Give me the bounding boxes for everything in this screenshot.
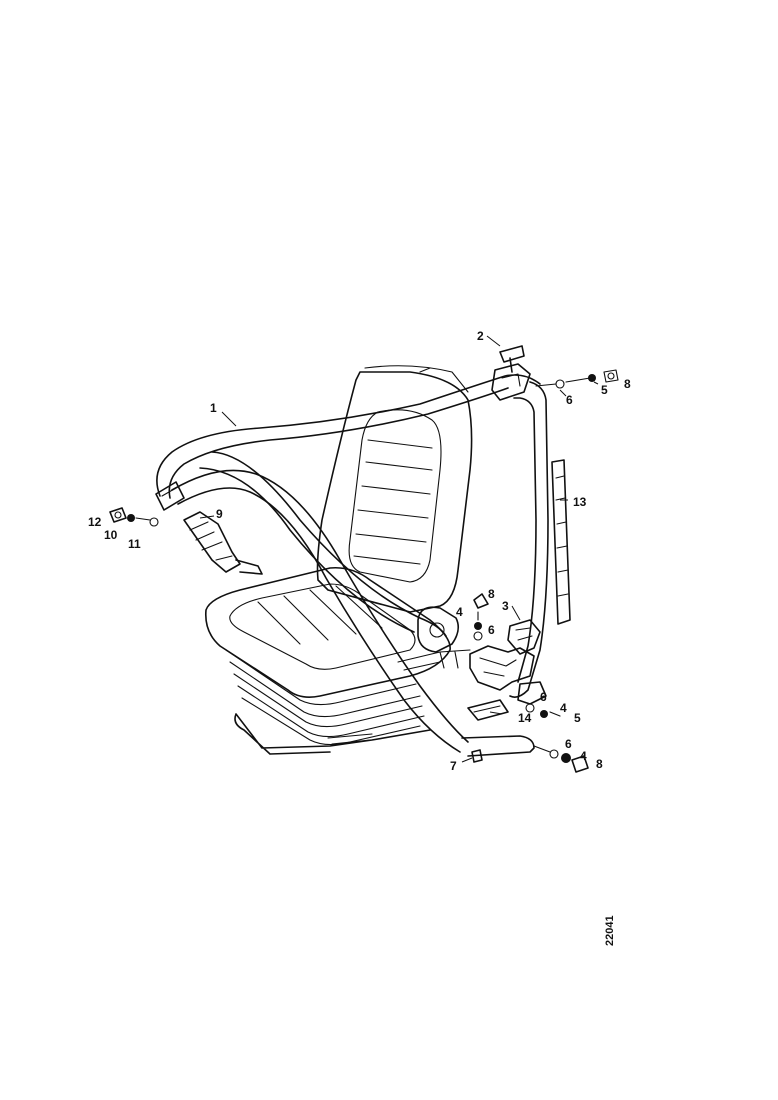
callout-4-right: 4 bbox=[560, 701, 567, 715]
callout-6-right: 6 bbox=[540, 690, 547, 704]
upper-anchor bbox=[491, 345, 531, 401]
seat-base-rail bbox=[327, 733, 373, 745]
seat-suspension bbox=[225, 649, 425, 746]
callout-4-bottom: 4 bbox=[580, 749, 587, 763]
fastener-stack-upper bbox=[535, 369, 619, 389]
fastener-stack-left bbox=[109, 507, 159, 527]
callout-10: 10 bbox=[104, 528, 118, 542]
seat-base-frame bbox=[234, 713, 431, 755]
callout-6-upper: 6 bbox=[566, 393, 573, 407]
callout-14: 14 bbox=[518, 711, 532, 725]
seat-back bbox=[316, 371, 473, 613]
floor-bolt bbox=[471, 749, 483, 763]
belt-diagonal-edge-b bbox=[199, 467, 415, 633]
upper-bolt bbox=[499, 345, 525, 373]
callout-8-upper: 8 bbox=[624, 377, 631, 391]
seat bbox=[204, 365, 473, 755]
seat-cushion bbox=[204, 566, 451, 698]
seat-adjuster bbox=[397, 649, 471, 671]
fastener-stack-lower-b bbox=[533, 745, 589, 773]
retractor-reel bbox=[469, 619, 547, 705]
callout-1: 1 bbox=[210, 401, 217, 415]
callout-labels: 1 2 6 5 8 13 9 12 10 11 8 4 6 3 6 14 4 5… bbox=[88, 329, 631, 773]
pillar-strap bbox=[509, 381, 549, 698]
seat-cushion-inner bbox=[229, 583, 416, 670]
lower-bracket bbox=[467, 699, 509, 721]
callout-5-right: 5 bbox=[574, 711, 581, 725]
callout-11: 11 bbox=[128, 537, 141, 551]
callout-6-bottom: 6 bbox=[565, 737, 572, 751]
leader-lines bbox=[199, 335, 599, 763]
seat-back-top bbox=[364, 365, 469, 393]
belt-upper-edge-b bbox=[168, 387, 509, 499]
inboard-buckle bbox=[417, 606, 460, 653]
fastener-stack-center bbox=[473, 593, 489, 641]
callout-5-upper: 5 bbox=[601, 383, 608, 397]
callout-12: 12 bbox=[88, 515, 102, 529]
fastener-stack-lower-a bbox=[525, 703, 561, 718]
buckle-stalk bbox=[183, 511, 263, 575]
callout-9: 9 bbox=[216, 507, 223, 521]
callout-8-bottom: 8 bbox=[596, 757, 603, 771]
belt-lap-edge-a bbox=[171, 469, 469, 743]
callout-13: 13 bbox=[573, 495, 587, 509]
belt-diagonal-edge-a bbox=[211, 451, 447, 637]
callout-6-center: 6 bbox=[488, 623, 495, 637]
callout-7: 7 bbox=[450, 759, 457, 773]
seat-back-panel bbox=[348, 409, 442, 583]
belt-lap-edge-b bbox=[177, 487, 461, 753]
callout-4-center: 4 bbox=[456, 605, 463, 619]
seat-back-ribs bbox=[353, 439, 433, 565]
belt-floor-end bbox=[461, 735, 535, 757]
callout-8-center: 8 bbox=[488, 587, 495, 601]
drawing-reference: 22041 bbox=[604, 915, 616, 946]
callout-2: 2 bbox=[477, 329, 484, 343]
retractor-cover bbox=[551, 459, 571, 625]
seat-cushion-ribs bbox=[257, 585, 383, 645]
belt-webbing bbox=[156, 374, 541, 757]
belt-upper-edge-a bbox=[156, 374, 541, 497]
left-tongue bbox=[155, 481, 185, 511]
callout-3: 3 bbox=[502, 599, 509, 613]
